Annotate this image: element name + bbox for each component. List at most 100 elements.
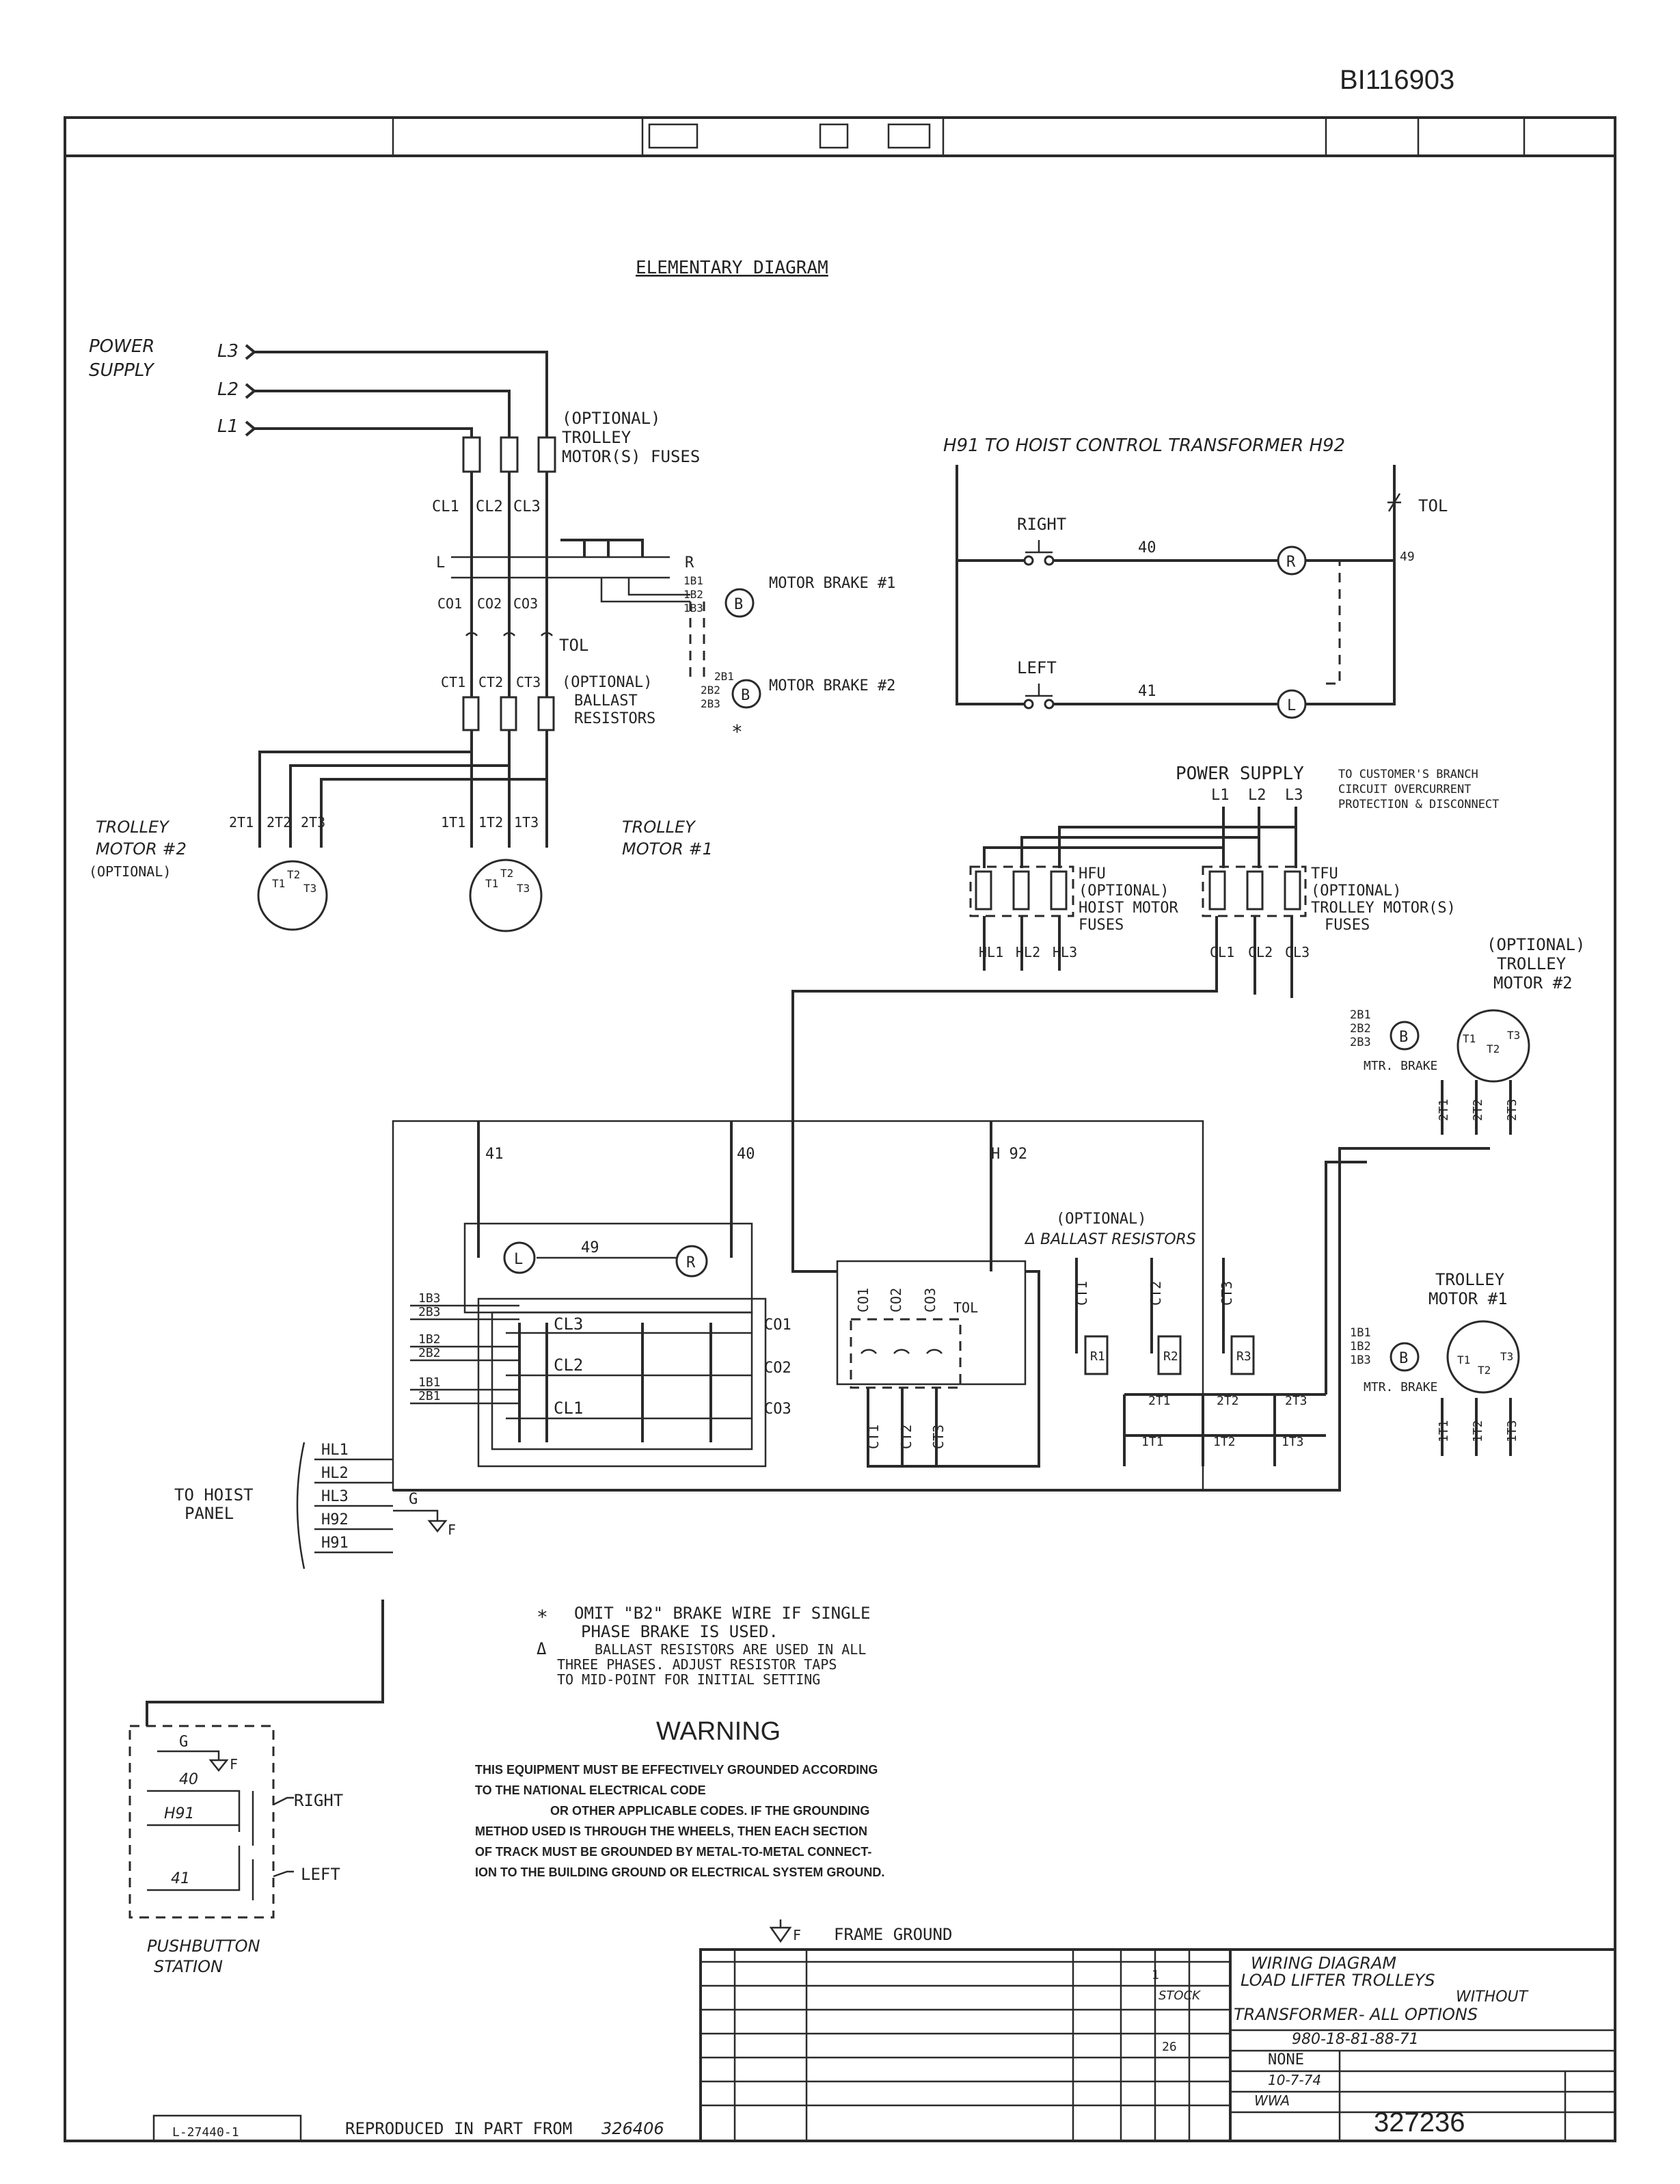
title-line-2: LOAD LIFTER TROLLEYS [1241, 1971, 1435, 1990]
pb-h91: H91 [164, 1805, 195, 1822]
motor-brake-1-label: MOTOR BRAKE #1 [769, 575, 895, 592]
brake1-wire-2: 1B2 [683, 588, 703, 601]
model-number: 980-18-81-88-71 [1292, 2031, 1419, 2048]
panel-bw-2b3: 2B3 [418, 1305, 441, 1319]
blank-title: ELEMENTARY DIAGRAM [636, 258, 828, 278]
co1-label: CO1 [437, 595, 462, 612]
panel-h92: H 92 [991, 1146, 1027, 1163]
trolley-fuse-3 [537, 436, 556, 473]
ref-number: L-27440-1 [172, 2125, 239, 2140]
motor2-term-3: 2T3 [301, 814, 325, 831]
rm1-winding-2: T2 [1478, 1364, 1491, 1377]
one-label: 1 [1152, 1968, 1159, 1982]
pb-g: G [179, 1734, 188, 1751]
panel-co2: CO2 [764, 1360, 791, 1377]
rm1-bw-2: 1B2 [1350, 1340, 1371, 1353]
cl3-label: CL3 [513, 498, 541, 515]
hfu-3: HOIST MOTOR [1079, 900, 1178, 917]
panel-2t2: 2T2 [1217, 1394, 1239, 1408]
panel-2t1: 2T1 [1148, 1394, 1171, 1408]
hoist-f: F [448, 1522, 456, 1538]
rm2-bw-3: 2B3 [1350, 1036, 1371, 1049]
cl1-label: CL1 [432, 498, 459, 515]
l1-label: L1 [217, 416, 239, 437]
rm2-brake-symbol: B [1399, 1029, 1408, 1046]
panel-coil-l-label: L [514, 1251, 523, 1268]
panel-cl1: CL1 [554, 1399, 583, 1418]
panel-ballast-1: (OPTIONAL) [1056, 1211, 1146, 1228]
tol-label: TOL [559, 636, 588, 655]
tfu-3: TROLLEY MOTOR(S) [1311, 900, 1456, 917]
coil-r [1277, 545, 1307, 576]
rm2-term-1: 2T1 [1437, 1098, 1451, 1121]
panel-co3-v: CO3 [922, 1288, 938, 1312]
note2-line1: BALLAST RESISTORS ARE USED IN ALL [595, 1641, 866, 1658]
m2-winding-1: T1 [272, 877, 285, 890]
panel-co2-v: CO2 [888, 1288, 904, 1312]
qty-label: 26 [1162, 2040, 1177, 2054]
hl2-label: HL2 [1016, 944, 1040, 960]
motor2-label-2: MOTOR #2 [96, 839, 187, 859]
ballast-note-2: BALLAST [574, 692, 638, 710]
supply-right-label: POWER SUPPLY [1176, 764, 1304, 784]
hl1-label: HL1 [979, 944, 1003, 960]
brake2-wire-1: 2B1 [714, 670, 734, 683]
wire-40-label: 40 [1138, 539, 1156, 556]
hoist-h92: H92 [321, 1511, 349, 1528]
note1-line2: PHASE BRAKE IS USED. [581, 1622, 778, 1641]
panel-coil-r [675, 1245, 708, 1278]
rm1-bw-3: 1B3 [1350, 1353, 1371, 1367]
motor1-label-1: TROLLEY [622, 818, 696, 837]
panel-co3: CO3 [764, 1401, 791, 1418]
trolley-motor-1-right [1446, 1320, 1520, 1394]
brake2-symbol: B [741, 687, 750, 704]
right-button-label: RIGHT [1017, 515, 1066, 534]
panel-1t1: 1T1 [1141, 1435, 1164, 1449]
bottom-strip: L-27440-1 REPRODUCED IN PART FROM 326406 [152, 2114, 664, 2142]
panel-ct-res-1: CT1 [1074, 1281, 1090, 1306]
ct3-label: CT3 [516, 674, 541, 690]
warning-line-3: OR OTHER APPLICABLE CODES. IF THE GROUND… [550, 1804, 869, 1818]
rm1-brake-symbol: B [1399, 1350, 1408, 1367]
warning-line-2: TO THE NATIONAL ELECTRICAL CODE [475, 1783, 706, 1797]
rm2-term-2: 2T2 [1471, 1098, 1485, 1121]
hfu-1: HFU [1079, 865, 1106, 882]
m1-winding-3: T3 [517, 882, 530, 895]
panel-co1-v: CO1 [855, 1288, 871, 1312]
title-line-4: TRANSFORMER- ALL OPTIONS [1234, 2005, 1478, 2024]
left-button-label: LEFT [1017, 658, 1057, 677]
supply-note-1: TO CUSTOMER'S BRANCH [1338, 768, 1478, 781]
rm1-mtr-brake: MTR. BRAKE [1364, 1380, 1437, 1394]
notes: * OMIT "B2" BRAKE WIRE IF SINGLE PHASE B… [537, 1604, 870, 1688]
motor2-label-1: TROLLEY [96, 818, 170, 837]
panel-ct2-v: CT2 [898, 1425, 914, 1449]
warning-line-1: THIS EQUIPMENT MUST BE EFFECTIVELY GROUN… [475, 1763, 878, 1777]
panel-w40: 40 [737, 1146, 755, 1163]
wire-41-label: 41 [1138, 683, 1156, 700]
hoist-hl1: HL1 [321, 1442, 349, 1459]
pb-label-1: PUSHBUTTON [147, 1937, 260, 1956]
brake2-wire-2: 2B2 [701, 684, 720, 697]
panel-ct-res-2: CT2 [1148, 1281, 1164, 1306]
supply-note-2: CIRCUIT OVERCURRENT [1338, 783, 1471, 796]
warning-block: WARNING THIS EQUIPMENT MUST BE EFFECTIVE… [475, 1717, 884, 1879]
tol-contact-label: TOL [1418, 496, 1448, 515]
rm2-winding-2: T2 [1487, 1042, 1500, 1055]
trolley-motor-2-right [1457, 1009, 1530, 1083]
rm2-mtr-brake: MTR. BRAKE [1364, 1059, 1437, 1073]
motor1-label-2: MOTOR #1 [622, 839, 713, 859]
rm2-label-3: MOTOR #2 [1493, 973, 1573, 993]
m2-winding-3: T3 [303, 882, 316, 895]
note-delta: Δ [537, 1639, 547, 1658]
rm2-label-1: (OPTIONAL) [1487, 935, 1586, 954]
power-supply-left: POWER SUPPLY L3 L2 L1 (OPTIONAL) TROLLEY… [89, 336, 895, 848]
control-circuit: H91 TO HOIST CONTROL TRANSFORMER H92 TOL… [943, 435, 1448, 719]
trolley-motors-left: TROLLEY MOTOR #2 (OPTIONAL) 2T1 2T2 2T3 … [89, 751, 713, 932]
panel-cl2: CL2 [554, 1356, 583, 1375]
panel-ct-res-3: CT3 [1219, 1281, 1235, 1306]
rm2-label-2: TROLLEY [1497, 954, 1567, 973]
cl2-label: CL2 [476, 498, 503, 515]
asterisk-mark: * [731, 720, 743, 743]
frame-ground-label: FRAME GROUND [834, 1925, 952, 1944]
